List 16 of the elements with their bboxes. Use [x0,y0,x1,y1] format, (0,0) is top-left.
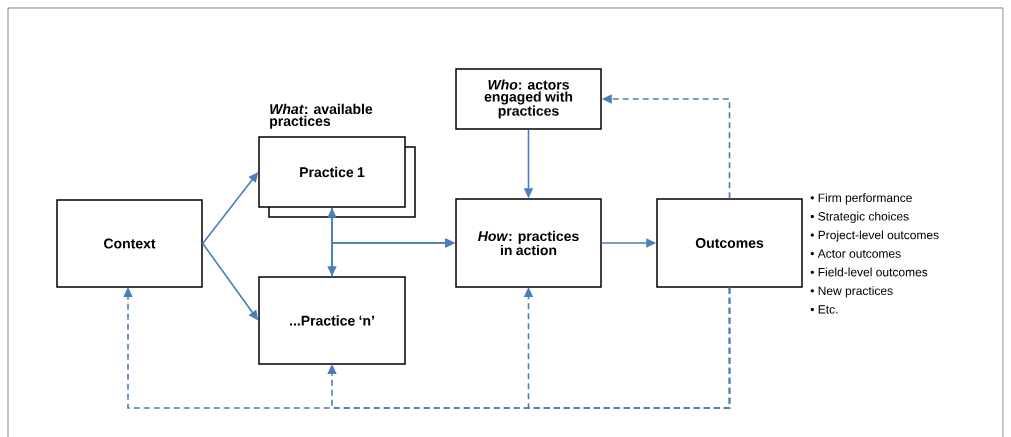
bullet-list: • Firm performance • Strategic choices • Project-level outcomes • Actor outcomes • Field-level outcomes • New practices • Etc. [810,193,939,314]
process-box: Context [56,199,203,288]
node-label: • Actor outcomes [810,249,901,258]
process-box: Practice 1 [258,136,406,208]
node-label: • New practices [810,286,893,298]
process-box: Outcomes [656,198,803,288]
process-box: How: practices in action [455,198,602,288]
node-label: • Firm performance [810,193,912,205]
node-label: • Etc. [810,305,838,314]
heading: What: available practices [270,103,373,129]
node-label: • Project-level outcomes [810,230,939,242]
process-box: Who: actors engaged with practices [455,68,602,130]
node-label: • Field-level outcomes [810,267,928,277]
process-box: ...Practice ‘n’ [258,276,406,365]
node-label: • Strategic choices [810,211,909,223]
arrow [523,286,731,409]
